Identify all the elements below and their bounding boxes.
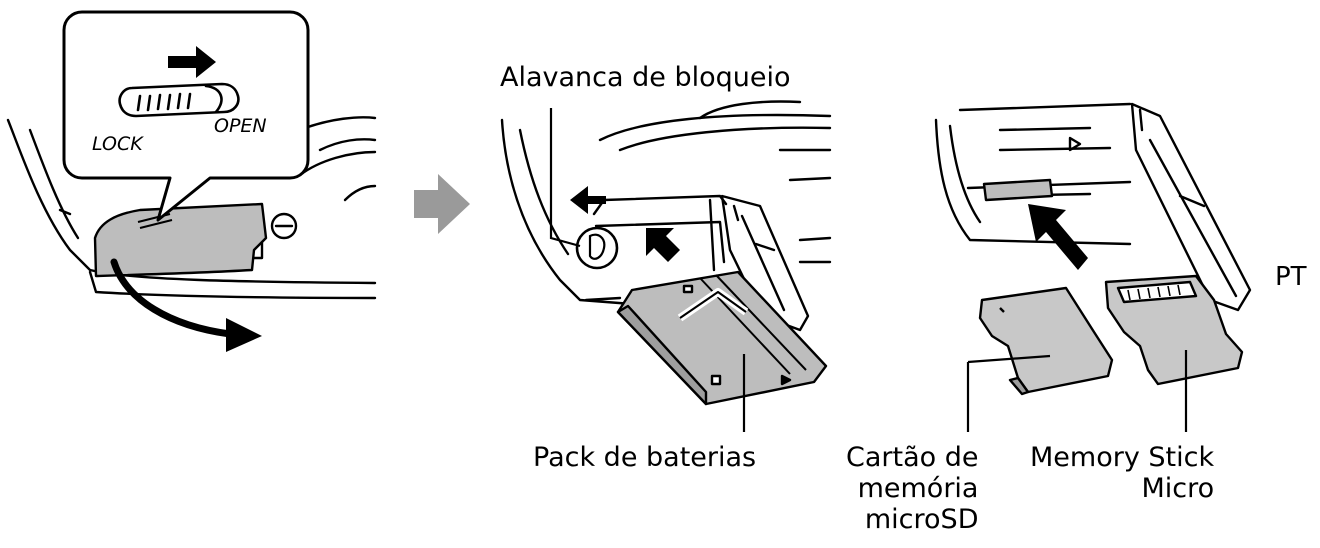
- microsd-card: [978, 286, 1114, 396]
- battery-cover: [93, 202, 268, 278]
- memory-stick-label-line-2: Micro: [1141, 473, 1215, 504]
- lever-push-arrow-icon: [570, 186, 606, 214]
- memory-stick-label-line-1: Memory Stick: [1030, 442, 1215, 473]
- memory-stick-label: Memory Stick Micro: [1030, 442, 1214, 504]
- battery-insert-arrow-icon: [646, 228, 680, 262]
- microsd-label-line-1: Cartão de: [846, 442, 979, 473]
- memory-stick-micro: [1104, 274, 1244, 386]
- switch-callout: [62, 10, 310, 222]
- lock-lever-label: Alavanca de bloqueio: [500, 62, 791, 93]
- language-code: PT: [1275, 262, 1307, 292]
- panel-battery: [500, 100, 832, 332]
- microsd-label-line-2: memória: [857, 473, 979, 504]
- battery-pack-label: Pack de baterias: [533, 442, 757, 473]
- open-cover-arrow-icon: [110, 258, 234, 338]
- microsd-label: Cartão de memória microSD: [846, 442, 978, 535]
- microsd-label-line-3: microSD: [864, 504, 979, 535]
- lock-switch: [118, 82, 240, 118]
- battery-pack: [616, 270, 828, 406]
- panel-memory-card: [934, 102, 1252, 312]
- open-text: OPEN: [214, 115, 267, 137]
- step-arrow-icon: [414, 174, 470, 234]
- lock-text: LOCK: [92, 133, 144, 155]
- lock-lever-highlight: [575, 226, 619, 270]
- slide-arrow-icon: [168, 46, 216, 78]
- card-insert-arrow-icon: [1028, 204, 1088, 270]
- lock-lever-leader: [549, 108, 581, 248]
